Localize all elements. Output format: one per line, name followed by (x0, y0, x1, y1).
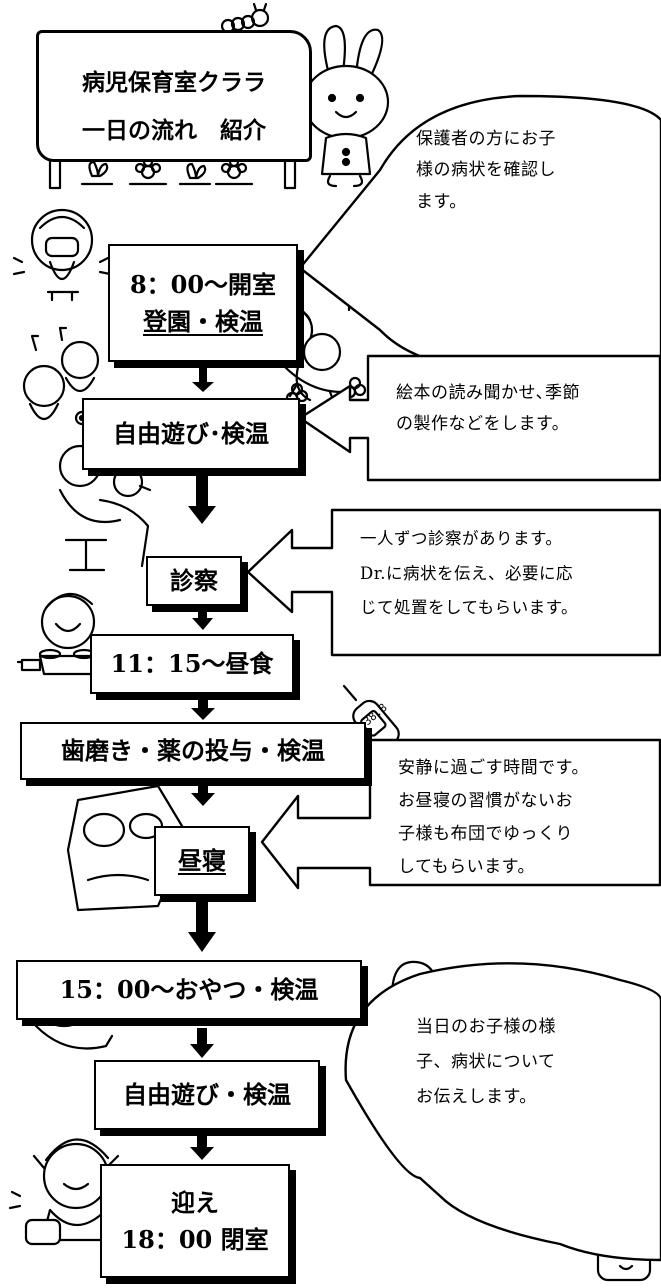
step-free-play-1: 自由遊び･検温 (82, 398, 300, 470)
note-arrival-line: 様の病状を確認し (416, 160, 556, 181)
speech-bubble-pickup (344, 962, 661, 1262)
step-free-play-2-label: 自由遊び・検温 (123, 1080, 291, 1110)
rabbit-mascot-icon (302, 24, 390, 188)
title-sign: 病児保育室クララ 一日の流れ 紹介 (36, 30, 312, 162)
note-nap-line: お昼寝の習慣がないお (398, 791, 573, 812)
note-play-line: 絵本の読み聞かせ､季節 (396, 383, 580, 403)
step-free-play-2: 自由遊び・検温 (94, 1060, 320, 1130)
note-pickup-line: お伝えします。 (416, 1086, 537, 1107)
step-free-play-1-label: 自由遊び･検温 (113, 419, 269, 449)
note-arrival-line: ます。 (416, 191, 467, 212)
step-snack-label: 15：00～おやつ・検温 (59, 975, 319, 1005)
arrow-down-icon (190, 1028, 214, 1058)
flower-icon (214, 156, 254, 186)
note-play: 絵本の読み聞かせ､季節 の製作などをします。 (396, 378, 580, 441)
callout-play (298, 354, 661, 482)
arrow-down-icon (188, 898, 216, 952)
arrow-down-icon (191, 782, 215, 806)
sign-title: 病児保育室クララ (82, 70, 266, 96)
callout-nap (260, 738, 661, 890)
step-pickup: 迎え 18：00 閉室 (100, 1164, 290, 1278)
sign-subtitle: 一日の流れ 紹介 (82, 118, 266, 144)
note-pickup-line: 子、病状について (416, 1051, 556, 1072)
step-exam-label: 診察 (170, 566, 218, 596)
arrow-down-icon (190, 1134, 214, 1160)
step-open: 8：00～開室 登園・検温 (108, 244, 298, 362)
step-lunch-label: 11：15～昼食 (110, 649, 274, 679)
sign-post-left (48, 156, 62, 190)
step-close-time: 18：00 閉室 (121, 1225, 269, 1254)
note-exam: 一人ずつ診察があります。 Dr.に病状を伝え、必要に応 じて処置をしてもらいます… (360, 522, 578, 626)
arrow-down-icon (191, 697, 215, 720)
note-nap-line: 安静に過ごす時間です。 (398, 758, 589, 778)
callout-exam (246, 508, 661, 657)
note-exam-line: Dr.に病状を伝え、必要に応 (360, 563, 574, 583)
caterpillar-icon (220, 2, 270, 34)
step-open-arrival: 登園・検温 (143, 307, 263, 336)
arrow-down-icon (192, 609, 213, 630)
note-nap-line: してもらいます。 (398, 857, 535, 878)
step-brushing: 歯磨き・薬の投与・検温 (20, 722, 366, 780)
step-snack: 15：00～おやつ・検温 (16, 960, 362, 1020)
step-nap-label: 昼寝 (178, 846, 226, 876)
arrow-down-icon (192, 366, 214, 392)
note-nap-line: 子様も布団でゆっくり (398, 824, 573, 845)
note-exam-line: 一人ずつ診察があります。 (360, 529, 563, 548)
note-arrival: 保護者の方にお子 様の病状を確認し ます。 (416, 124, 556, 218)
step-brushing-label: 歯磨き・薬の投与・検温 (61, 736, 325, 766)
step-open-time: 8：00～開室 (129, 269, 277, 299)
child-with-mask-icon (12, 208, 112, 302)
flower-icon (178, 162, 212, 186)
child-eating-icon (16, 592, 98, 676)
note-pickup-line: 当日のお子様の様 (416, 1017, 556, 1037)
step-nap: 昼寝 (154, 826, 250, 896)
flower-icon (80, 160, 114, 186)
note-nap: 安静に過ごす時間です。 お昼寝の習慣がないお 子様も布団でゆっくり してもらいま… (398, 752, 589, 885)
step-lunch: 11：15～昼食 (90, 634, 294, 694)
sign-post-right (283, 156, 297, 190)
note-play-line: の製作などをします。 (396, 414, 570, 435)
step-exam: 診察 (146, 556, 242, 606)
step-pickup-label: 迎え (171, 1187, 219, 1217)
note-pickup: 当日のお子様の様 子、病状について お伝えします。 (416, 1010, 556, 1115)
note-exam-line: じて処置をしてもらいます。 (360, 598, 579, 618)
note-arrival-line: 保護者の方にお子 (416, 129, 556, 149)
